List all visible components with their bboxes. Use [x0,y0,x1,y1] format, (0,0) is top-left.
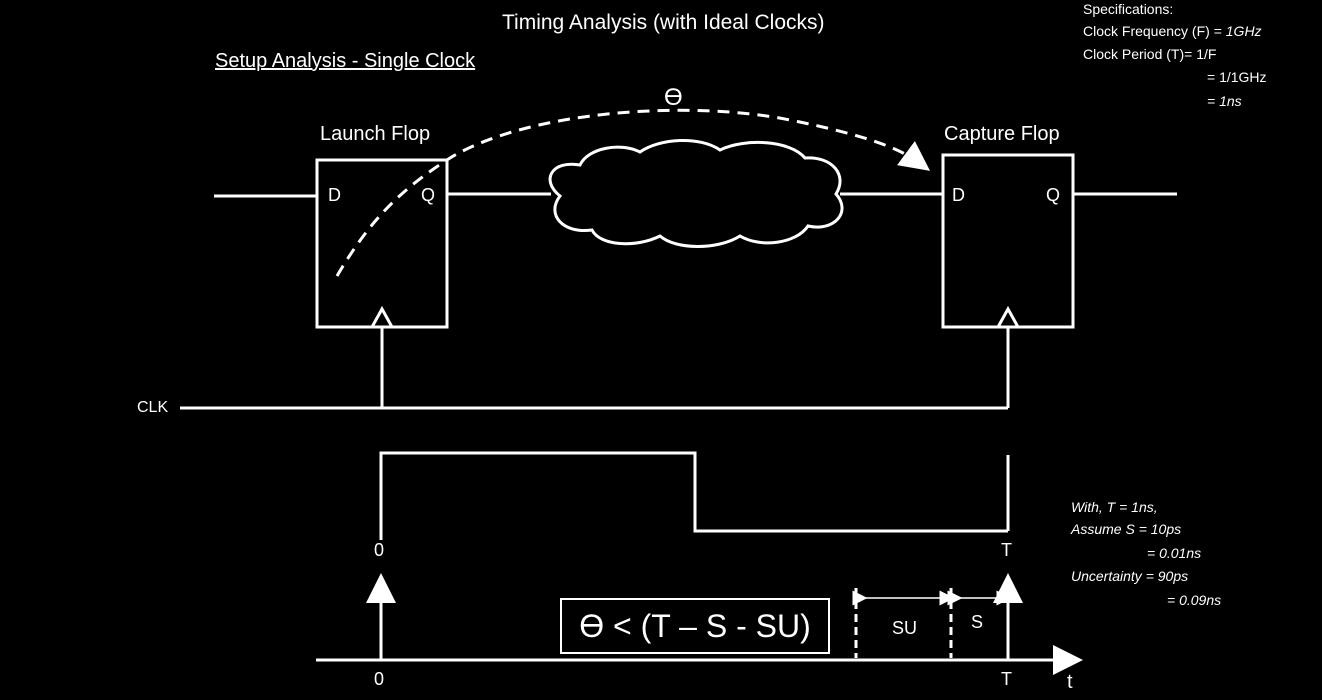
assumption-skew: Assume S = 10ps [1071,521,1182,537]
logic-cloud [548,139,844,248]
su-label: SU [892,618,918,638]
capture-flop-q-pin: Q [1046,185,1061,205]
assumption-period: With, T = 1ns, [1071,499,1158,515]
timeline-end-label: T [1001,669,1012,689]
spec-frequency: Clock Frequency (F) = 1GHz [1083,24,1262,38]
theta-label: ϴ [664,84,683,111]
launch-clock-triangle [370,305,394,328]
time-axis-label: t [1067,671,1073,693]
data-path-dashed-arrow [335,108,931,277]
setup-condition-formula: ϴ < (T – S - SU) [560,598,830,654]
assumption-uncertainty: Uncertainty = 90ps [1071,568,1189,584]
waveform-end-label: T [1001,540,1012,560]
clock-waveform [379,451,1008,540]
spec-frequency-label: Clock Frequency (F) = [1083,23,1226,39]
launch-flop-d-pin: D [328,185,341,205]
s-label: S [971,612,984,632]
timeline-start-label: 0 [374,669,385,689]
spec-heading: Specifications: [1083,1,1174,17]
assumption-uncertainty-ns: = 0.09ns [1167,592,1222,608]
capture-flop-label: Capture Flop [944,123,1060,145]
capture-clock-triangle [996,305,1020,328]
launch-flop-q-pin: Q [421,185,436,205]
capture-flop-d-pin: D [952,185,965,205]
spec-period: Clock Period (T)= 1/F [1083,46,1217,62]
waveform-start-label: 0 [374,540,385,560]
section-subtitle: Setup Analysis - Single Clock [215,50,476,72]
spec-frequency-value: 1GHz [1225,23,1262,39]
spec-period-step: = 1/1GHz [1207,69,1267,85]
launch-flop-label: Launch Flop [320,123,431,145]
capture-flop-box [941,153,1075,329]
page-title: Timing Analysis (with Ideal Clocks) [502,11,825,34]
spec-period-result: = 1ns [1207,93,1242,109]
clk-label: CLK [137,399,169,416]
assumption-skew-ns: = 0.01ns [1147,545,1202,561]
